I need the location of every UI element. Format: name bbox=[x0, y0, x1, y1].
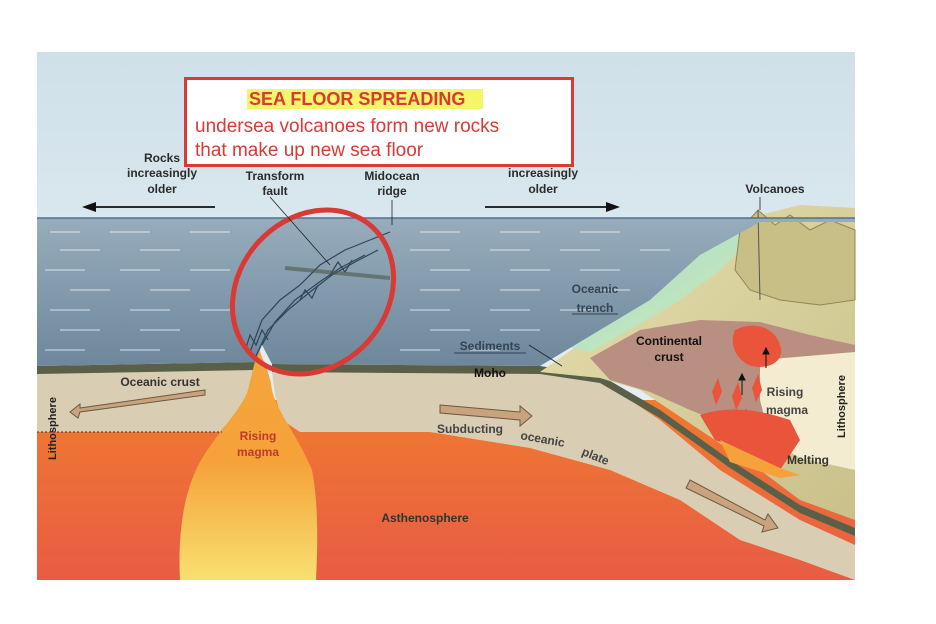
label-midocean-ridge-1: Midocean bbox=[364, 169, 419, 183]
label-oceanic-crust: Oceanic crust bbox=[120, 375, 199, 389]
sea-texture bbox=[45, 231, 670, 351]
label-rising-magma-right-2: magma bbox=[766, 403, 808, 417]
magma-rise-arrows bbox=[738, 346, 770, 395]
midocean-ridge bbox=[245, 231, 391, 359]
label-rising-magma-right-1: Rising bbox=[767, 385, 804, 399]
label-midocean-ridge-2: ridge bbox=[377, 184, 407, 198]
arrow-left bbox=[82, 202, 215, 212]
subducting-plate-layer bbox=[272, 372, 855, 580]
transform-fault bbox=[284, 266, 391, 280]
label-asthenosphere: Asthenosphere bbox=[381, 511, 469, 525]
flow-arrow-left bbox=[69, 389, 206, 419]
label-rising-magma-left-1: Rising bbox=[240, 429, 277, 443]
label-sediments: Sediments bbox=[460, 339, 521, 353]
ridge-highlight-ellipse bbox=[229, 207, 397, 377]
rising-magma-plume bbox=[179, 345, 318, 580]
melting-zone-edge bbox=[720, 440, 800, 478]
label-rocks-left-2: increasingly bbox=[127, 166, 197, 180]
arrow-right bbox=[485, 202, 620, 212]
label-transform-fault-1: Transform bbox=[246, 169, 305, 183]
label-lithosphere-left: Lithosphere bbox=[47, 397, 59, 460]
transform-fault-leader bbox=[269, 196, 331, 266]
label-rising-magma-left-2: magma bbox=[237, 445, 279, 459]
label-continental-crust-1: Continental bbox=[636, 334, 702, 348]
volcano-conduit bbox=[757, 209, 761, 301]
label-continental-crust-2: crust bbox=[654, 350, 683, 364]
callout-body: undersea volcanoes form new rocks that m… bbox=[195, 115, 570, 163]
ocean bbox=[37, 218, 855, 366]
label-subducting-1: Subducting bbox=[437, 422, 503, 436]
callout-line-1: undersea volcanoes form new rocks bbox=[195, 116, 500, 137]
label-melting: Melting bbox=[787, 453, 829, 467]
label-transform-fault-2: fault bbox=[262, 184, 287, 198]
rising-magma-blobs bbox=[712, 374, 762, 432]
callout-line-2: that make up new sea floor bbox=[195, 140, 424, 161]
label-volcanoes: Volcanoes bbox=[745, 182, 804, 196]
label-rocks-left-3: older bbox=[147, 182, 177, 196]
label-rocks-right-2: older bbox=[528, 182, 558, 196]
label-moho: Moho bbox=[474, 366, 506, 380]
flow-arrow-subduct-1 bbox=[439, 404, 533, 428]
label-oceanic-trench-2: trench bbox=[577, 301, 614, 315]
sediments-leader bbox=[528, 344, 563, 367]
label-rocks-right-1: increasingly bbox=[508, 166, 578, 180]
sea-floor-spreading-callout: SEA FLOOR SPREADING undersea volcanoes f… bbox=[184, 77, 574, 167]
label-lithosphere-right: Lithosphere bbox=[836, 375, 848, 438]
label-rocks-left-1: Rocks bbox=[144, 151, 180, 165]
melting-zone bbox=[700, 409, 800, 470]
magma-chamber bbox=[732, 325, 782, 367]
flow-arrow-subduct-2 bbox=[685, 479, 779, 533]
label-oceanic-trench-1: Oceanic bbox=[572, 282, 619, 296]
callout-title: SEA FLOOR SPREADING bbox=[247, 89, 484, 109]
mountain-range bbox=[734, 209, 856, 306]
